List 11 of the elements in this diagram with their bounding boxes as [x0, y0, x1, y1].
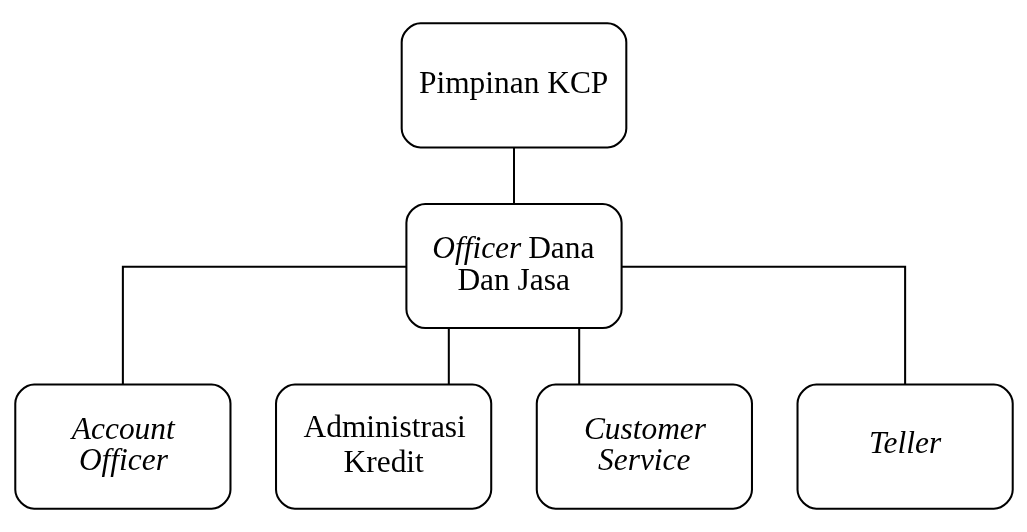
connector	[577, 328, 580, 385]
node-box: Account Officer	[13, 383, 231, 510]
node-box: Teller	[796, 383, 1014, 510]
connector	[512, 147, 515, 204]
node-box: Administrasi Kredit	[274, 383, 492, 510]
node-box: Pimpinan KCP	[400, 22, 627, 149]
connector	[447, 328, 450, 385]
node-box: Customer Service	[535, 383, 753, 510]
node-box: Officer Dana Dan Jasa	[404, 202, 623, 330]
connector	[121, 265, 406, 385]
connector	[621, 265, 906, 385]
